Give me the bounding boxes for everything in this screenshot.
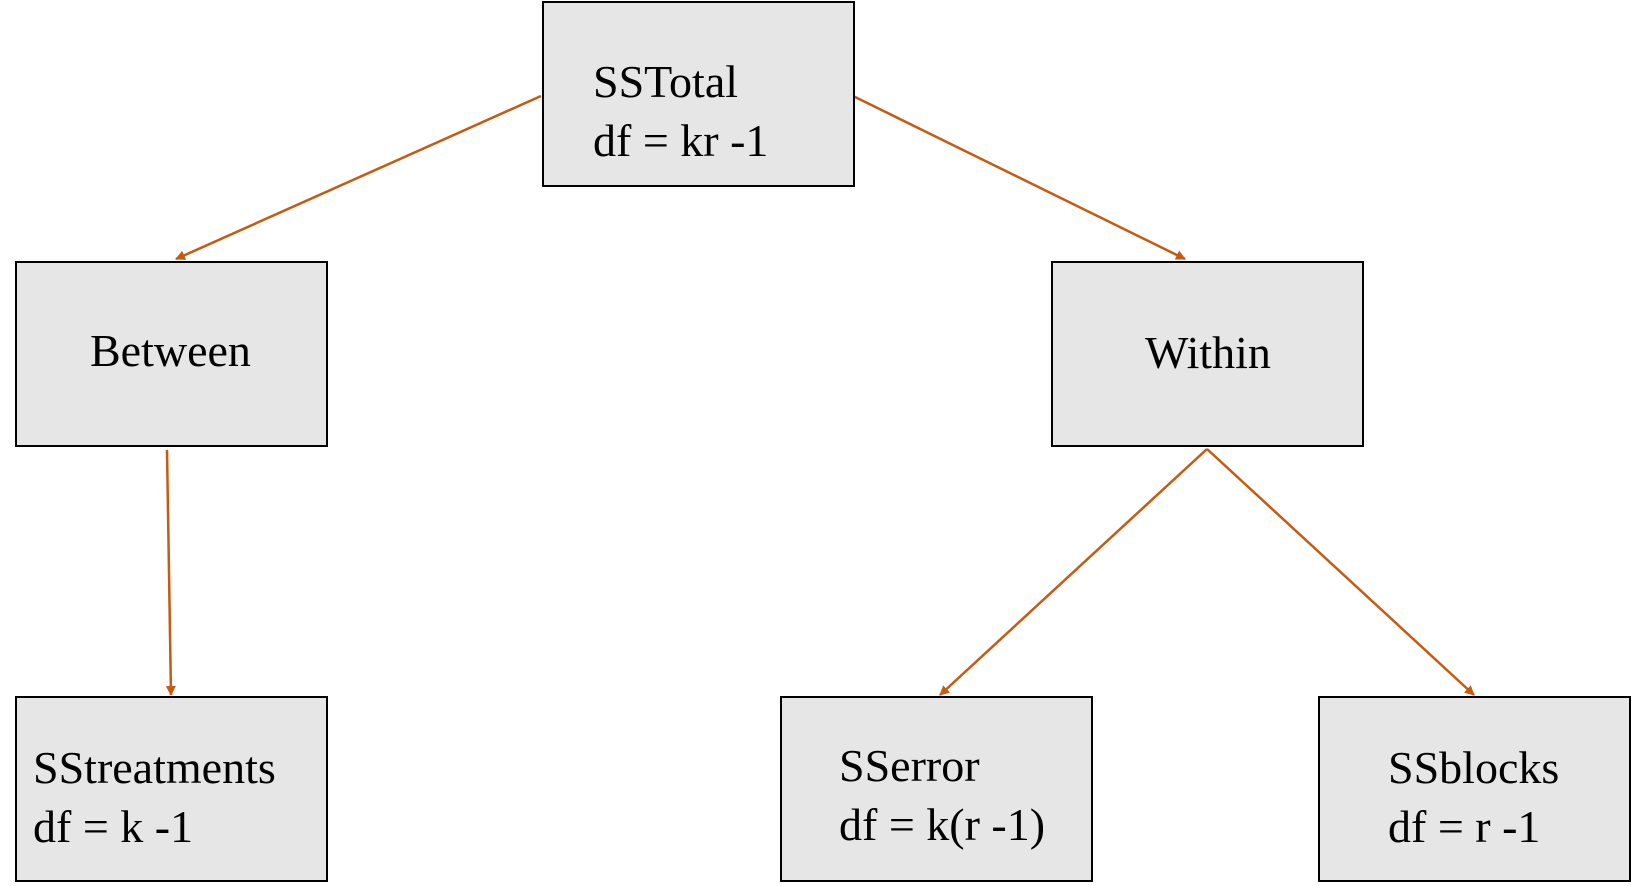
node-ss-error: SSerror df = k(r -1)	[780, 696, 1093, 882]
node-ss-total-df: df = kr -1	[593, 115, 769, 166]
node-ss-total-label: SSTotal	[593, 56, 739, 107]
node-ss-blocks-df: df = r -1	[1388, 801, 1541, 852]
node-ss-treatments: SStreatments df = k -1	[15, 696, 328, 882]
node-between-label: Between	[90, 325, 251, 376]
node-ss-blocks-label: SSblocks	[1388, 742, 1560, 793]
node-ss-blocks: SSblocks df = r -1	[1318, 696, 1631, 882]
arrow-between-to-treatments	[165, 449, 176, 696]
node-ss-treatments-label: SStreatments	[33, 742, 276, 793]
node-within: Within	[1051, 261, 1364, 447]
node-ss-error-label: SSerror	[839, 740, 980, 791]
node-ss-treatments-df: df = k -1	[33, 801, 194, 852]
arrow-within-to-blocks	[1206, 448, 1475, 696]
arrow-total-to-between	[175, 94, 542, 261]
node-between: Between	[15, 261, 328, 447]
node-ss-error-df: df = k(r -1)	[839, 799, 1046, 850]
node-ss-total: SSTotal df = kr -1	[542, 1, 855, 187]
arrow-total-to-within	[852, 94, 1186, 261]
node-within-label: Within	[1145, 327, 1271, 378]
arrow-within-to-error	[939, 448, 1208, 696]
